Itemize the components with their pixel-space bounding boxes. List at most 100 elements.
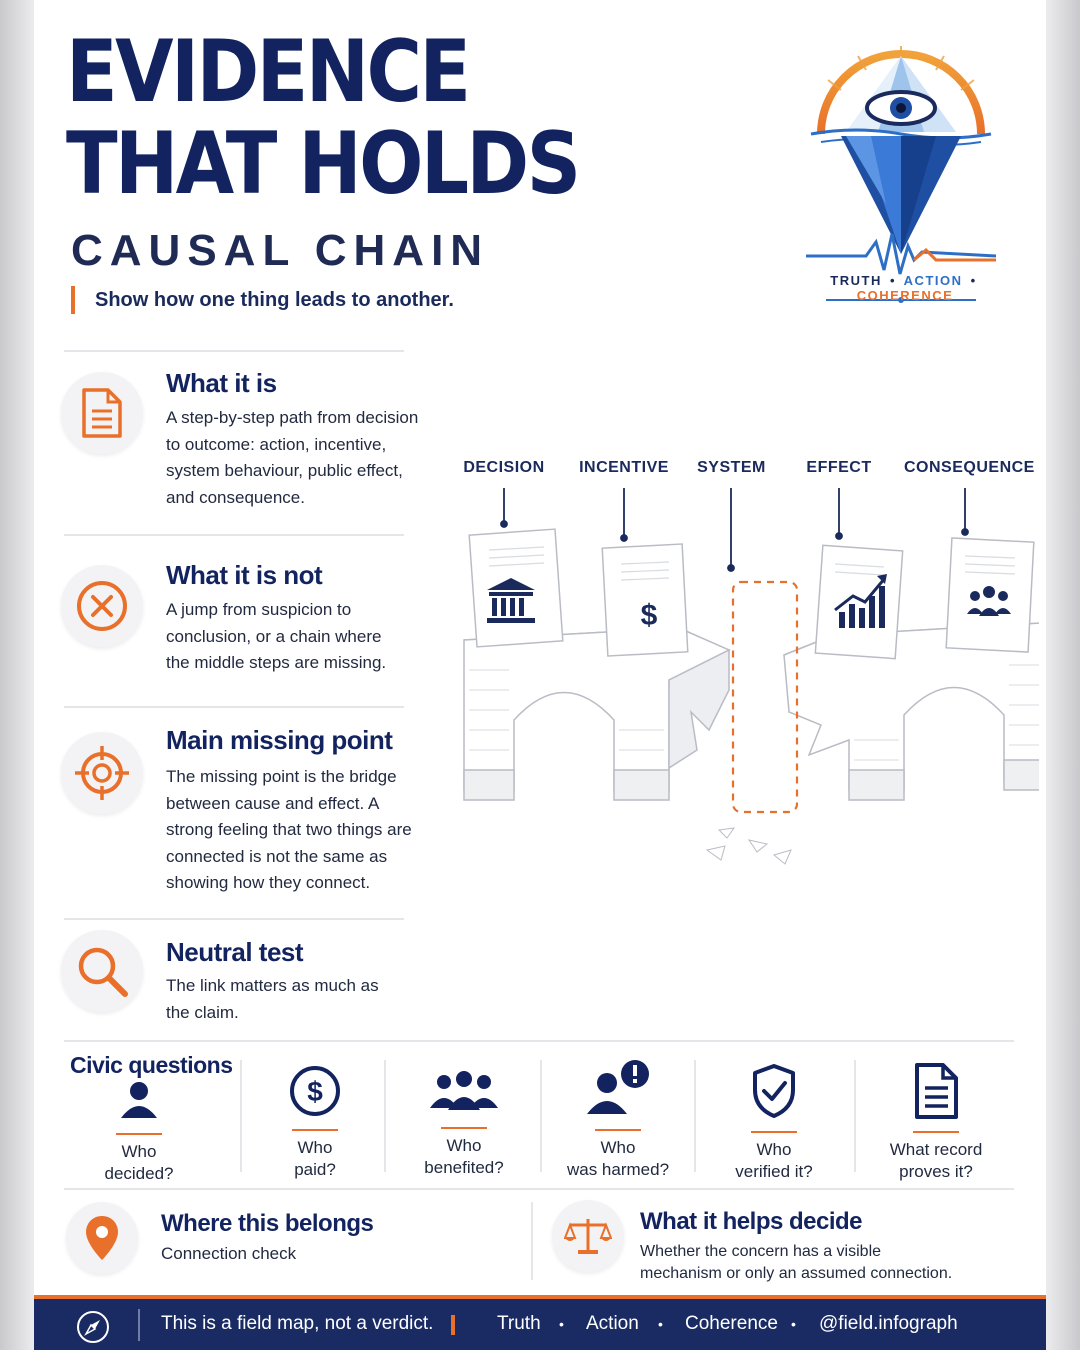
orange-underline — [116, 1133, 162, 1135]
column-divider — [854, 1060, 856, 1172]
person-alert-icon — [587, 1060, 649, 1114]
question-who-benefited: Who benefited? — [404, 1070, 524, 1179]
broken-bridge-illustration: $ — [463, 488, 1039, 865]
footer-divider — [138, 1309, 140, 1341]
column-divider — [240, 1060, 242, 1172]
shield-check-icon — [753, 1064, 795, 1118]
section-title-neutral-test: Neutral test — [166, 937, 304, 967]
where-this-belongs-body: Connection check — [161, 1244, 297, 1263]
question-line2: paid? — [294, 1160, 336, 1179]
group-icon — [430, 1071, 498, 1110]
page-subtitle: CAUSAL CHAIN — [71, 226, 490, 275]
title-line-1: EVIDENCE — [66, 22, 471, 122]
chain-label-effect: EFFECT — [806, 459, 872, 476]
title-line-2: THAT HOLDS — [66, 114, 581, 214]
footer-accent-bar — [451, 1315, 455, 1335]
footer-bullet: • — [658, 1316, 663, 1332]
logo-word-coherence: COHERENCE — [856, 288, 954, 303]
where-this-belongs-title: Where this belongs — [161, 1210, 374, 1237]
logo-wordmark: TRUTH • ACTION • COHERENCE — [794, 273, 1016, 303]
question-line2: proves it? — [899, 1162, 973, 1181]
footer-word-action: Action — [586, 1313, 639, 1334]
orange-underline — [913, 1131, 959, 1133]
question-who-was-harmed: Who was harmed? — [558, 1058, 678, 1181]
document-icon — [915, 1063, 958, 1119]
what-it-helps-decide-line2: mechanism or only an assumed connection. — [640, 1265, 953, 1282]
chain-label-system: SYSTEM — [697, 459, 766, 476]
question-who-paid: $ Who paid? — [260, 1064, 370, 1181]
column-divider — [694, 1060, 696, 1172]
column-divider — [384, 1060, 386, 1172]
section-divider — [64, 1040, 1014, 1042]
footer-word-coherence: Coherence — [685, 1313, 778, 1334]
x-circle-icon — [61, 565, 143, 647]
logo-dot: • — [889, 273, 897, 288]
section-body-main-missing-point: The missing point is the bridge between … — [166, 767, 412, 892]
dollar-circle-icon: $ — [290, 1066, 340, 1116]
target-icon — [61, 732, 143, 814]
logo-word-action: ACTION — [903, 273, 963, 288]
question-line2: decided? — [104, 1164, 174, 1183]
compass-icon — [77, 1311, 109, 1343]
section-title-what-it-is: What it is — [166, 368, 277, 398]
section-divider — [64, 534, 404, 536]
tagline: Show how one thing leads to another. — [71, 286, 454, 314]
question-line1: Who — [600, 1138, 636, 1157]
footer-bar: This is a field map, not a verdict. Trut… — [34, 1295, 1046, 1350]
what-it-helps-decide-title: What it helps decide — [640, 1208, 863, 1235]
logo-word-truth: TRUTH — [830, 273, 882, 288]
footer-statement: This is a field map, not a verdict. — [161, 1313, 434, 1334]
incentive-dollar-sign: $ — [641, 599, 658, 632]
logo-dot: • — [970, 273, 977, 288]
question-line1: What record — [889, 1140, 983, 1159]
iceberg-eye-logo — [806, 46, 997, 303]
section-title-main-missing-point: Main missing point — [166, 725, 393, 755]
column-divider — [540, 1060, 542, 1172]
civic-questions-title: Civic questions — [70, 1052, 233, 1078]
scales-icon — [552, 1200, 624, 1272]
person-icon — [121, 1082, 157, 1118]
question-who-verified-it: Who verified it? — [716, 1062, 832, 1183]
question-line2: was harmed? — [566, 1160, 670, 1179]
chain-label-decision: DECISION — [463, 459, 545, 476]
decision-card — [468, 528, 564, 648]
consequence-card — [945, 537, 1035, 653]
orange-underline — [751, 1131, 797, 1133]
section-divider — [64, 706, 404, 708]
question-line1: Who — [121, 1142, 157, 1161]
page-title: EVIDENCE THAT HOLDS — [66, 22, 581, 214]
question-what-record-proves-it: What record proves it? — [874, 1062, 998, 1183]
chain-label-incentive: INCENTIVE — [579, 459, 669, 476]
what-it-helps-decide-body: Whether the concern has a visible mechan… — [640, 1241, 952, 1285]
section-divider — [64, 918, 404, 920]
footer-bullet: • — [559, 1316, 564, 1332]
question-line1: Who — [297, 1138, 333, 1157]
chain-label-consequence: CONSEQUENCE — [904, 459, 1035, 476]
section-title-what-it-is-not: What it is not — [166, 560, 323, 590]
section-body-what-it-is-not: A jump from suspicion to conclusion, or … — [166, 600, 387, 672]
footer-word-truth: Truth — [497, 1313, 541, 1334]
section-divider — [64, 1188, 1014, 1190]
question-line2: benefited? — [424, 1158, 504, 1177]
location-pin-icon — [66, 1202, 138, 1274]
question-line2: verified it? — [735, 1162, 813, 1181]
svg-text:$: $ — [307, 1076, 323, 1107]
question-who-decided: Who decided? — [84, 1080, 194, 1185]
effect-card — [814, 544, 904, 660]
footer-handle[interactable]: @field.infograph — [819, 1313, 958, 1334]
question-line1: Who — [446, 1136, 482, 1155]
section-divider — [64, 350, 404, 352]
orange-underline — [441, 1127, 487, 1129]
orange-underline — [595, 1129, 641, 1131]
document-icon — [61, 372, 143, 454]
incentive-card: $ — [601, 543, 689, 657]
orange-underline — [292, 1129, 338, 1131]
question-line1: Who — [756, 1140, 792, 1159]
footer-bullet: • — [791, 1316, 796, 1332]
what-it-helps-decide-line1: Whether the concern has a visible — [640, 1243, 882, 1260]
column-divider — [531, 1202, 533, 1280]
section-body-neutral-test: The link matters as much as the claim. — [166, 976, 379, 1022]
magnifier-icon — [61, 930, 143, 1012]
left-bridge — [463, 627, 731, 801]
section-body-what-it-is: A step-by-step path from decision to out… — [166, 408, 419, 507]
